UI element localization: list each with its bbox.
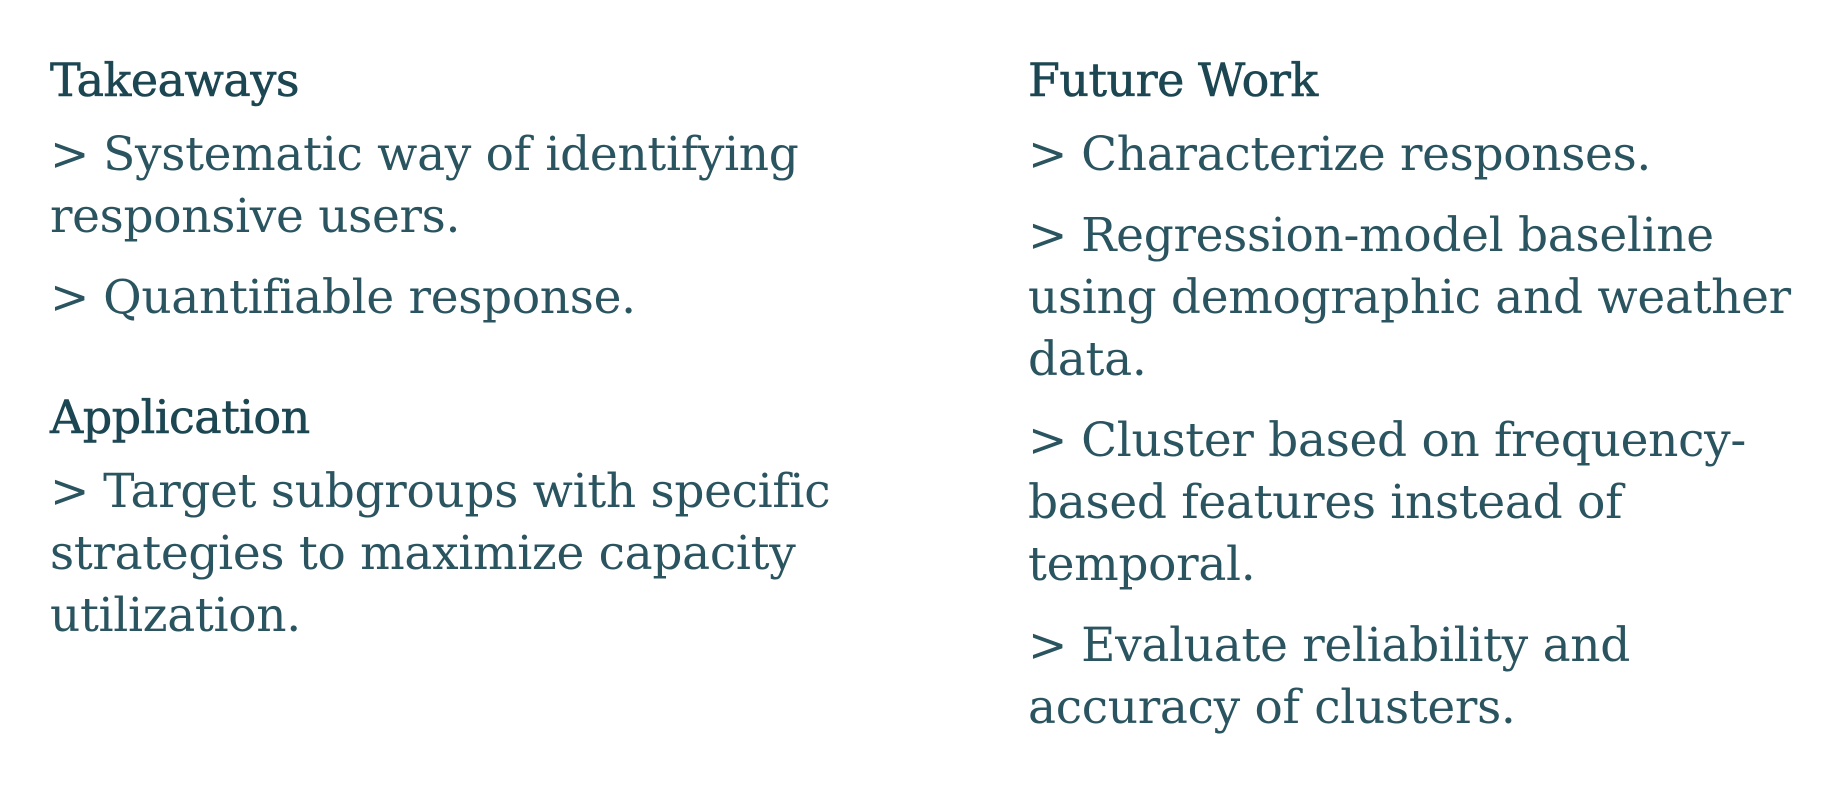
bullet-marker: > — [50, 270, 90, 325]
takeaway-item: >Quantifiable response. — [50, 267, 930, 329]
future-work-text: Characterize responses. — [1081, 127, 1652, 182]
bullet-marker: > — [50, 464, 90, 519]
bullet-marker: > — [1028, 618, 1068, 673]
takeaways-section: Takeaways >Systematic way of identifying… — [50, 50, 930, 329]
application-section: Application >Target subgroups with speci… — [50, 387, 930, 647]
takeaway-text: Quantifiable response. — [103, 270, 636, 325]
bullet-marker: > — [1028, 413, 1068, 468]
right-column: Future Work >Characterize responses. >Re… — [1028, 50, 1808, 758]
application-text: Target subgroups with specific strategie… — [50, 464, 831, 643]
future-work-item: >Cluster based on frequency-based featur… — [1028, 410, 1808, 596]
takeaway-text: Systematic way of identifying responsive… — [50, 127, 799, 244]
bullet-marker: > — [1028, 127, 1068, 182]
bullet-marker: > — [1028, 208, 1068, 263]
future-work-text: Evaluate reliability and accuracy of clu… — [1028, 618, 1631, 735]
future-work-item: >Evaluate reliability and accuracy of cl… — [1028, 615, 1808, 739]
left-column: Takeaways >Systematic way of identifying… — [50, 50, 930, 666]
application-heading: Application — [50, 390, 311, 445]
future-work-heading: Future Work — [1028, 53, 1319, 108]
bullet-marker: > — [50, 127, 90, 182]
application-item: >Target subgroups with specific strategi… — [50, 461, 860, 647]
takeaway-item: >Systematic way of identifying responsiv… — [50, 124, 870, 248]
takeaways-heading: Takeaways — [50, 53, 300, 108]
future-work-text: Cluster based on frequency-based feature… — [1028, 413, 1746, 592]
future-work-text: Regression-model baseline using demograp… — [1028, 208, 1791, 387]
future-work-section: Future Work >Characterize responses. >Re… — [1028, 50, 1808, 739]
future-work-item: >Characterize responses. — [1028, 124, 1808, 186]
future-work-item: >Regression-model baseline using demogra… — [1028, 205, 1808, 391]
